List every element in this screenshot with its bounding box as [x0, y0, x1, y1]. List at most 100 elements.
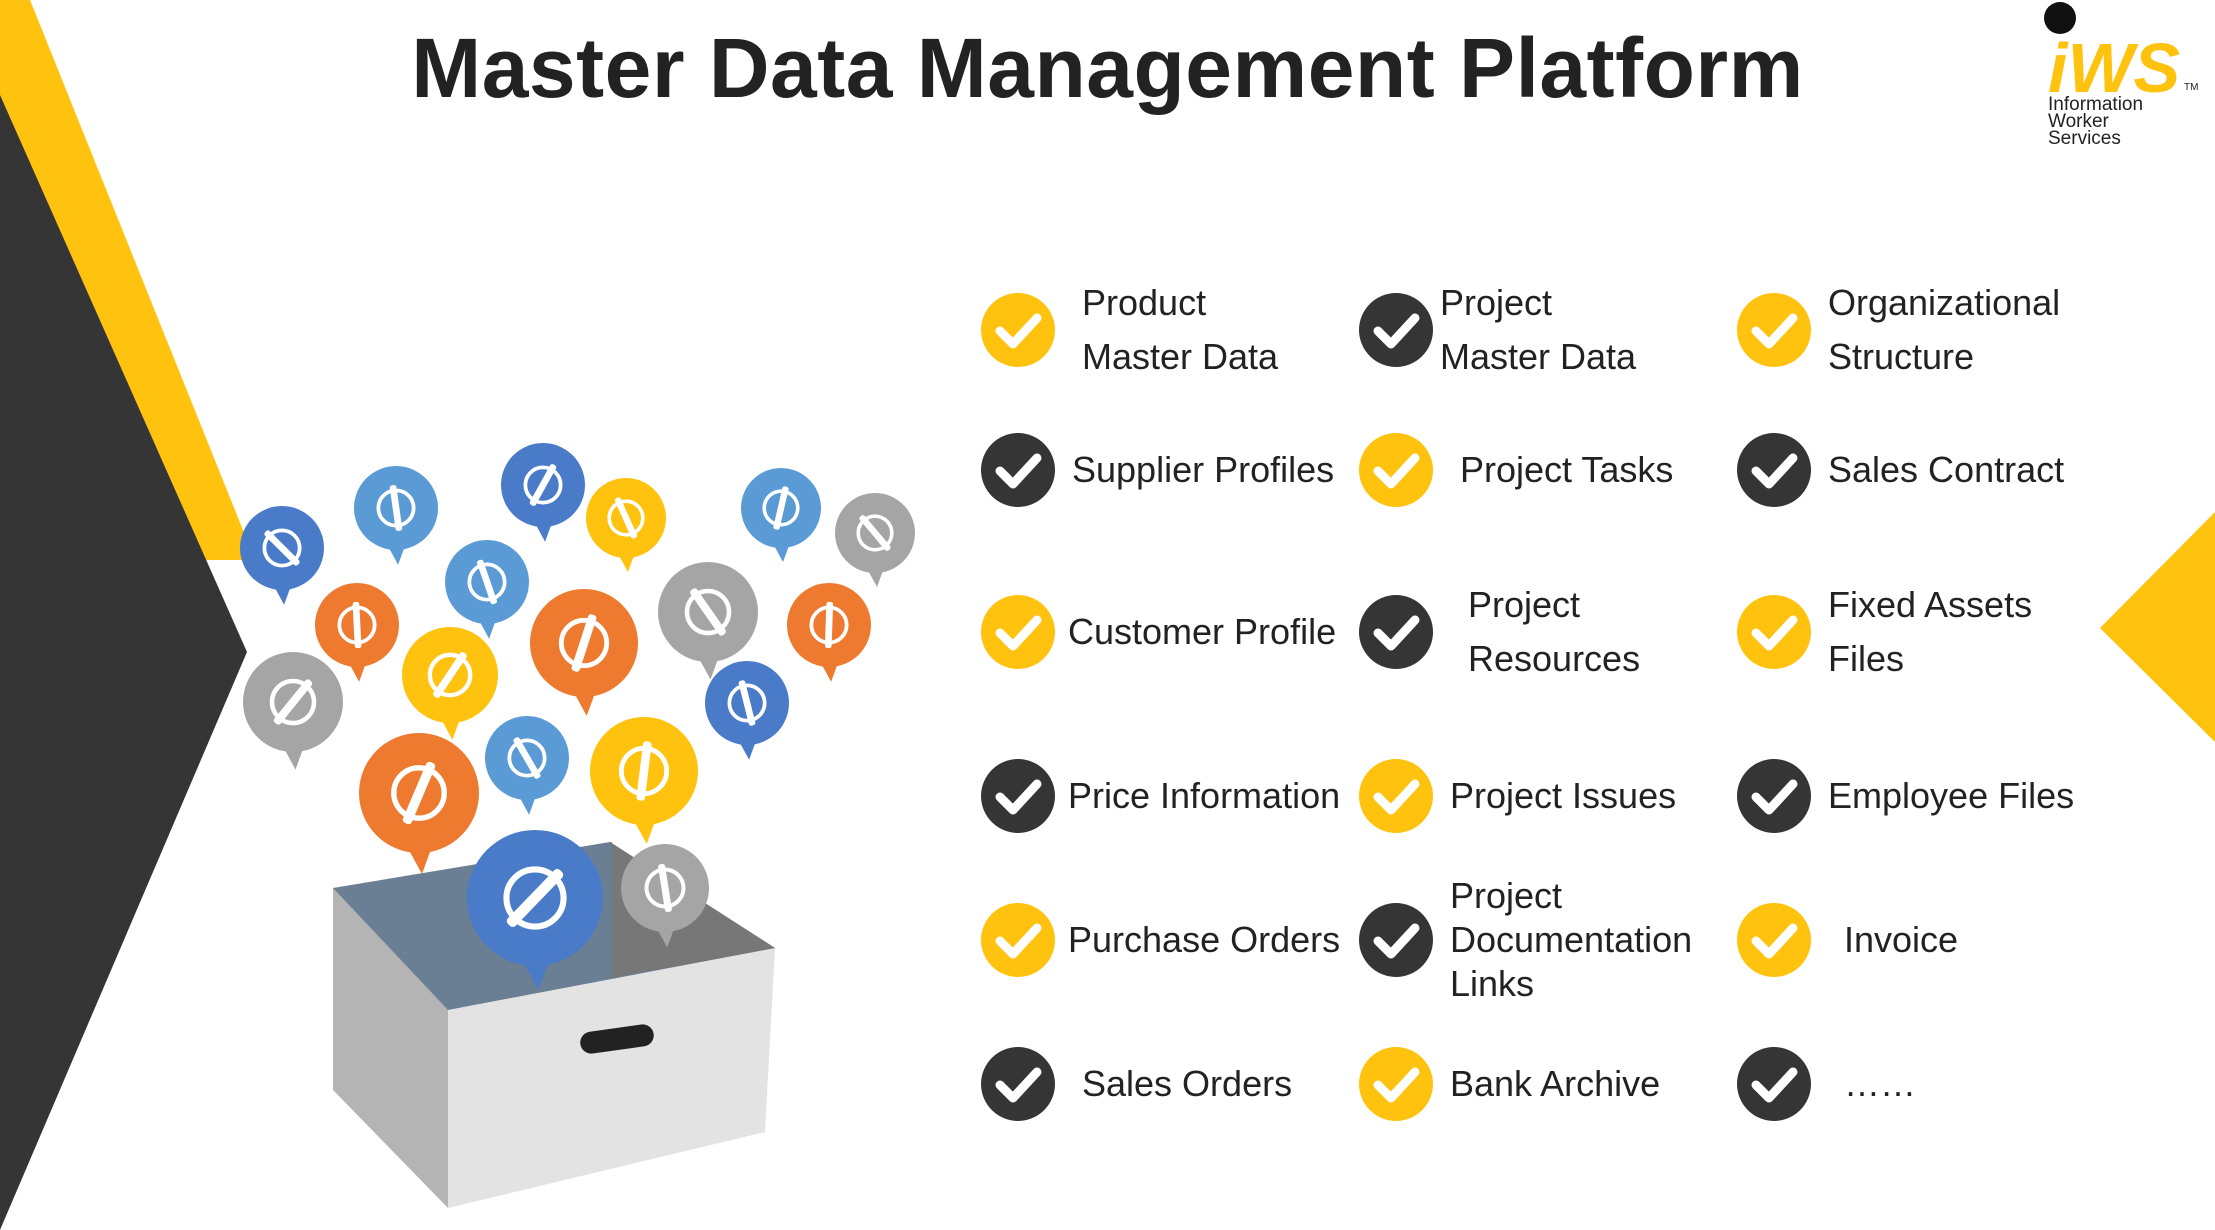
right-yellow-triangle: [2100, 512, 2215, 742]
checkmark-icon: [981, 293, 1055, 367]
checkmark-icon: [981, 759, 1055, 833]
box-front-side: [448, 948, 775, 1208]
pencils-icon: [586, 478, 666, 572]
checklist-label-line: Sales Contract: [1828, 449, 2065, 490]
checklist-label: Customer Profile: [1068, 605, 1336, 659]
checkmark-icon: [981, 903, 1055, 977]
checkmark-icon: [981, 1047, 1055, 1121]
checklist-label: Employee Files: [1828, 769, 2074, 823]
lightbulb-icon: [359, 733, 479, 874]
checklist-label-line: Project Issues: [1450, 775, 1677, 816]
checklist-label-line: Master Data: [1082, 336, 1279, 377]
checklist-label-line: Project: [1440, 282, 1553, 323]
magnifier-icon: [741, 468, 821, 562]
logo-line-3: Services: [2048, 128, 2121, 149]
ruler-icon: [402, 627, 498, 740]
checklist-item-more: ……: [1736, 1046, 1916, 1122]
checklist-label-line: Project Tasks: [1460, 449, 1674, 490]
flask-icon: [315, 583, 399, 682]
checkmark-icon: [1359, 1047, 1433, 1121]
palette-icon: [501, 443, 585, 542]
checkmark-icon: [1737, 433, 1811, 507]
checklist-label-line: Project: [1450, 875, 1563, 916]
logo-dot: [2044, 2, 2076, 34]
book-icon: [835, 493, 915, 587]
globe-icon: [590, 717, 698, 844]
logo-line-1: Information: [2048, 94, 2144, 115]
checkmark-icon: [1737, 293, 1811, 367]
checklist-label: Sales Orders: [1082, 1057, 1292, 1111]
compass-icon: [243, 652, 343, 770]
checklist-label: Sales Contract: [1828, 443, 2064, 497]
atom-icon: [530, 589, 638, 716]
icon-bubbles: [240, 443, 915, 990]
checklist-label: ……: [1844, 1057, 1916, 1111]
checkmark-icon: [1737, 903, 1811, 977]
checklist-item-sales-contract: Sales Contract: [1736, 432, 2064, 508]
checklist-label-line: ……: [1844, 1063, 1916, 1104]
checklist-label: Invoice: [1844, 913, 1958, 967]
checklist-item-bank-archive: Bank Archive: [1358, 1046, 1660, 1122]
page-title: Master Data Management Platform: [411, 21, 1804, 115]
checkmark-icon: [1737, 1047, 1811, 1121]
checklist-label-line: Files: [1828, 638, 1905, 679]
checklist-label-line: Product: [1082, 282, 1207, 323]
checklist-label-line: Documentation: [1450, 919, 1693, 960]
checklist-item-project-issues: Project Issues: [1358, 758, 1676, 834]
logo-mark: iWS: [2048, 29, 2180, 107]
box-left-side: [333, 888, 448, 1208]
checklist-label: Price Information: [1068, 769, 1340, 823]
checkmark-icon: [1359, 903, 1433, 977]
checklist-item-project-tasks: Project Tasks: [1358, 432, 1673, 508]
checklist-item-customer-profile: Customer Profile: [980, 594, 1336, 670]
checklist-item-price-information: Price Information: [980, 758, 1340, 834]
checkmark-icon: [1737, 759, 1811, 833]
checklist-item-sales-orders: Sales Orders: [980, 1046, 1292, 1122]
palette-icon: [445, 540, 529, 639]
checklist-label: Supplier Profiles: [1072, 443, 1334, 497]
checkmark-icon: [1359, 759, 1433, 833]
compass-icon: [658, 562, 758, 680]
checklist-label-line: Employee Files: [1828, 775, 2075, 816]
archive-box-illustration: [333, 842, 775, 1208]
palette-icon: [240, 506, 324, 605]
checklist-label-line: Purchase Orders: [1068, 919, 1341, 960]
checklist-label-line: Bank Archive: [1450, 1063, 1661, 1104]
flask-icon: [787, 583, 871, 682]
checklist-label: Purchase Orders: [1068, 913, 1340, 967]
checkmark-icon: [1359, 433, 1433, 507]
checklist-label-line: Fixed Assets: [1828, 584, 2033, 625]
checklist-label: Project Tasks: [1460, 443, 1673, 497]
checklist-label-line: Customer Profile: [1068, 611, 1337, 652]
checkmark-icon: [1359, 595, 1433, 669]
iws-logo: iWS: [2044, 2, 2180, 107]
checklist-label-line: Organizational: [1828, 282, 2061, 323]
magnifier-icon: [354, 466, 438, 565]
checklist-label-line: Price Information: [1068, 775, 1341, 816]
checklist-label-line: Supplier Profiles: [1072, 449, 1335, 490]
flask-icon: [621, 844, 709, 948]
checklist-item-employee-files: Employee Files: [1736, 758, 2074, 834]
left-dark-chevron: [0, 95, 247, 1230]
checklist-label-line: Links: [1450, 963, 1535, 1004]
checklist-label: Project Issues: [1450, 769, 1676, 823]
checklist-label-line: Invoice: [1844, 919, 1959, 960]
logo-trademark: TM: [2184, 82, 2199, 93]
checklist-label-line: Resources: [1468, 638, 1641, 679]
checkmark-icon: [981, 595, 1055, 669]
checkmark-icon: [1737, 595, 1811, 669]
checklist-label-line: Project: [1468, 584, 1581, 625]
